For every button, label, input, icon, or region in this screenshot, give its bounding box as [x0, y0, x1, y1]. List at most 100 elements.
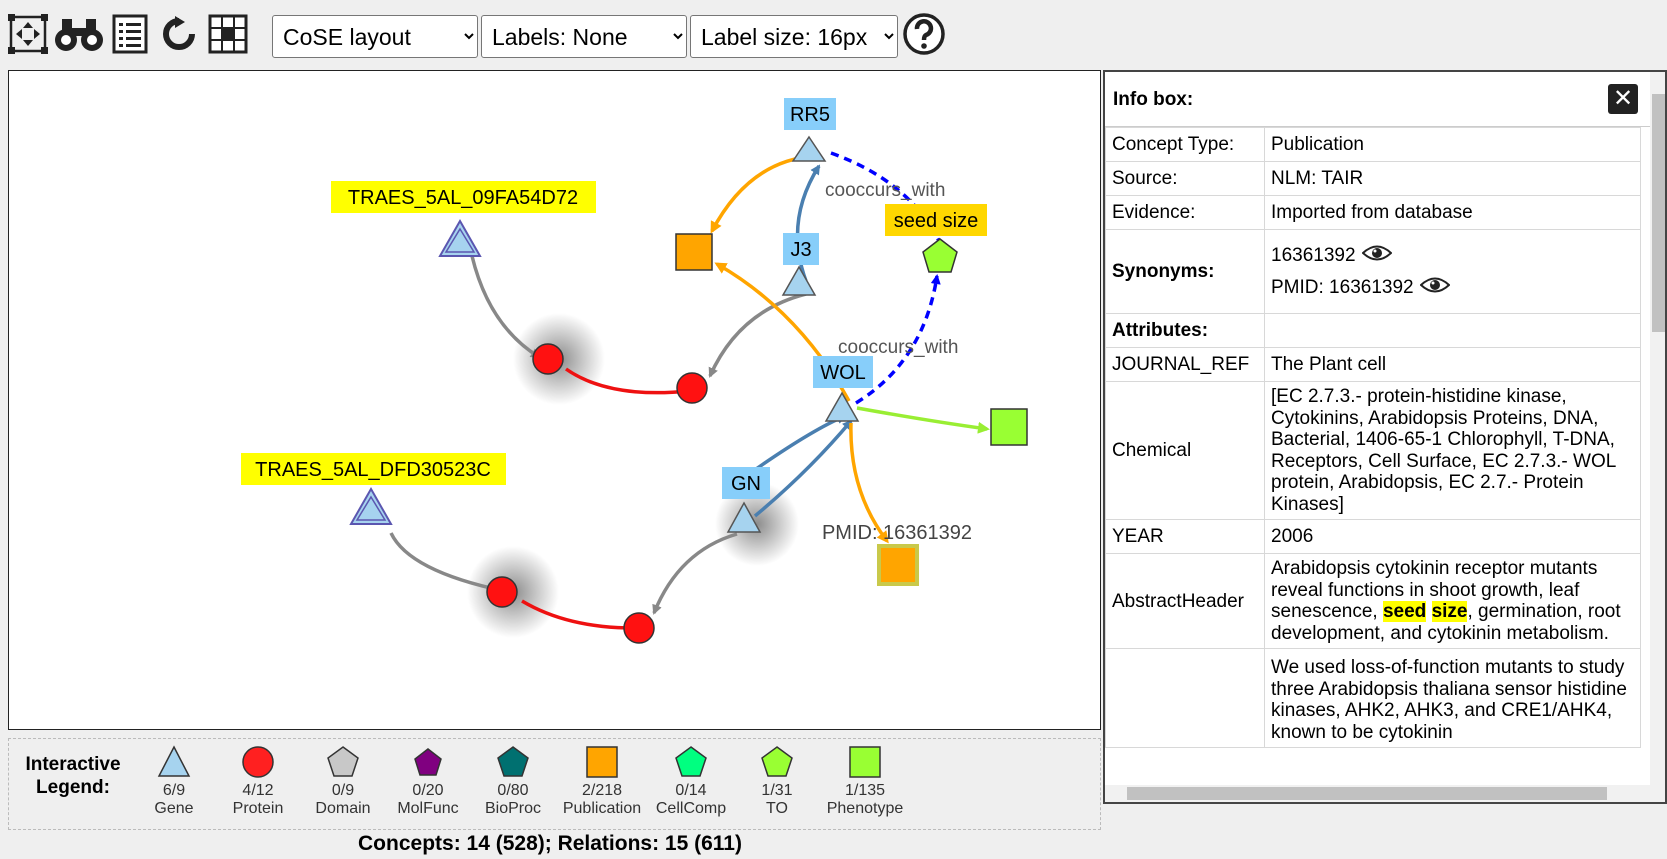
legend-count: 0/20	[412, 782, 444, 799]
edge-protein-protein-1[interactable]	[564, 367, 690, 395]
refresh-icon[interactable]	[157, 12, 201, 56]
table-row: Chemical [EC 2.7.3.- protein-histidine k…	[1105, 381, 1641, 520]
info-value: [EC 2.7.3.- protein-histidine kinase, Cy…	[1264, 381, 1641, 520]
legend-count: 0/14	[675, 782, 707, 799]
info-value: NLM: TAIR	[1264, 161, 1641, 196]
fit-screen-icon[interactable]	[6, 12, 50, 56]
highlight-term: size	[1431, 601, 1468, 622]
info-value: Publication	[1264, 127, 1641, 162]
square-icon	[586, 746, 618, 778]
triangle-icon	[157, 745, 191, 777]
concept-relation-count: Concepts: 14 (528); Relations: 15 (611)	[358, 832, 742, 855]
eye-icon[interactable]	[1361, 244, 1393, 268]
legend-label: CellComp	[655, 800, 727, 817]
protein-node-1[interactable]	[532, 343, 564, 375]
label-bg	[331, 181, 596, 213]
info-key: Synonyms:	[1105, 229, 1265, 314]
edge-wol-pmid[interactable]	[849, 422, 889, 544]
gene-node-rr5[interactable]	[791, 135, 827, 162]
list-icon[interactable]	[108, 12, 152, 56]
node-label-pmid: PMID: 16361392	[822, 522, 972, 544]
highlight-term: seed	[1382, 601, 1427, 622]
gene-node-traes1[interactable]	[438, 218, 482, 257]
info-key: Chemical	[1105, 381, 1265, 520]
legend-count: 6/9	[162, 782, 186, 799]
gene-node-gn[interactable]	[726, 501, 762, 533]
legend-item-cellcomp[interactable]: 0/14 CellComp	[641, 745, 741, 818]
legend-item-phenotype[interactable]: 1/135 Phenotype	[815, 745, 915, 818]
edge-j3-protein[interactable]	[708, 292, 807, 378]
info-key: Source:	[1105, 161, 1265, 196]
node-label-seed-size: seed size	[894, 210, 979, 232]
protein-node-2[interactable]	[676, 372, 708, 404]
info-value	[1264, 313, 1641, 348]
legend-item-to[interactable]: 1/31 TO	[727, 745, 827, 818]
legend-label: Gene	[154, 800, 194, 817]
interactive-legend: Interactive Legend: 6/9 Gene 4/12 Protei…	[8, 738, 1101, 830]
edge-gn-protein[interactable]	[652, 532, 738, 615]
legend-count: 1/31	[761, 782, 793, 799]
legend-item-publication[interactable]: 2/218 Publication	[552, 745, 652, 818]
edge-gn-wol-1[interactable]	[753, 419, 853, 518]
gene-node-traes2[interactable]	[349, 486, 393, 525]
legend-item-protein[interactable]: 4/12 Protein	[208, 745, 308, 818]
table-row: Concept Type: Publication	[1105, 127, 1641, 162]
legend-count: 4/12	[242, 782, 274, 799]
info-value: Imported from database	[1264, 195, 1641, 230]
legend-item-domain[interactable]: 0/9 Domain	[293, 745, 393, 818]
info-value: The Plant cell	[1264, 347, 1641, 382]
edge-label-cooccurs-1: cooccurs_with	[825, 180, 945, 201]
node-label-wol: WOL	[820, 362, 866, 384]
legend-count: 1/135	[844, 782, 886, 799]
edge-traes2-protein[interactable]	[389, 532, 506, 595]
close-button[interactable]: ✕	[1608, 84, 1638, 114]
info-box-title: Info box:	[1113, 89, 1194, 110]
gene-node-j3[interactable]	[781, 265, 817, 296]
protein-node-3[interactable]	[486, 576, 518, 608]
eye-icon[interactable]	[1419, 276, 1451, 300]
layout-select[interactable]: CoSE layout	[272, 15, 478, 58]
label-bg	[813, 356, 873, 388]
edge-wol-phenotype[interactable]	[856, 406, 990, 434]
legend-label: Phenotype	[826, 800, 904, 817]
circle-icon	[242, 746, 274, 778]
edge-j3-rr5[interactable]	[795, 164, 821, 282]
legend-title-line: Interactive	[25, 754, 121, 775]
edge-cooccurs-wol-seed[interactable]	[855, 274, 941, 405]
publication-node[interactable]	[675, 233, 713, 271]
pentagon-icon	[414, 748, 442, 776]
label-bg	[885, 204, 987, 236]
labels-select[interactable]: Labels: None	[481, 15, 687, 58]
node-label-traes1: TRAES_5AL_09FA54D72	[348, 187, 578, 209]
phenotype-node[interactable]	[990, 408, 1028, 446]
help-icon[interactable]	[902, 12, 946, 56]
scrollbar-thumb[interactable]	[1127, 787, 1607, 800]
legend-item-molfunc[interactable]: 0/20 MolFunc	[378, 745, 478, 818]
legend-label: Domain	[315, 800, 371, 817]
legend-count: 0/80	[497, 782, 529, 799]
legend-item-gene[interactable]: 6/9 Gene	[124, 745, 224, 818]
abstract-header-text: , germination, root development, and cyt…	[1271, 601, 1621, 644]
node-glow	[715, 482, 799, 566]
to-node-seed-size[interactable]	[922, 238, 958, 273]
network-canvas[interactable]: cooccurs_with cooccurs_with RR5 J	[8, 70, 1101, 730]
scrollbar-thumb[interactable]	[1652, 94, 1665, 332]
info-value: 16361392 PMID: 16361392	[1264, 229, 1641, 314]
binoculars-icon[interactable]	[54, 12, 104, 56]
node-label-rr5: RR5	[790, 104, 830, 126]
info-value: We used loss-of-function mutants to stud…	[1264, 648, 1641, 748]
vertical-scrollbar[interactable]	[1650, 72, 1665, 802]
info-key: YEAR	[1105, 519, 1265, 554]
legend-count: 2/218	[581, 782, 623, 799]
gene-node-wol[interactable]	[824, 391, 860, 422]
info-box: Info box: ✕ Concept Type: Publication So…	[1103, 70, 1667, 804]
edge-traes1-protein[interactable]	[470, 255, 541, 359]
legend-label: Protein	[232, 800, 284, 817]
grid-layout-icon[interactable]	[206, 12, 250, 56]
horizontal-scrollbar[interactable]	[1105, 785, 1650, 802]
legend-item-bioproc[interactable]: 0/80 BioProc	[463, 745, 563, 818]
label-size-select[interactable]: Label size: 16px	[690, 15, 898, 58]
protein-node-4[interactable]	[623, 612, 655, 644]
publication-node-selected[interactable]	[877, 544, 919, 586]
table-row: YEAR 2006	[1105, 519, 1641, 554]
